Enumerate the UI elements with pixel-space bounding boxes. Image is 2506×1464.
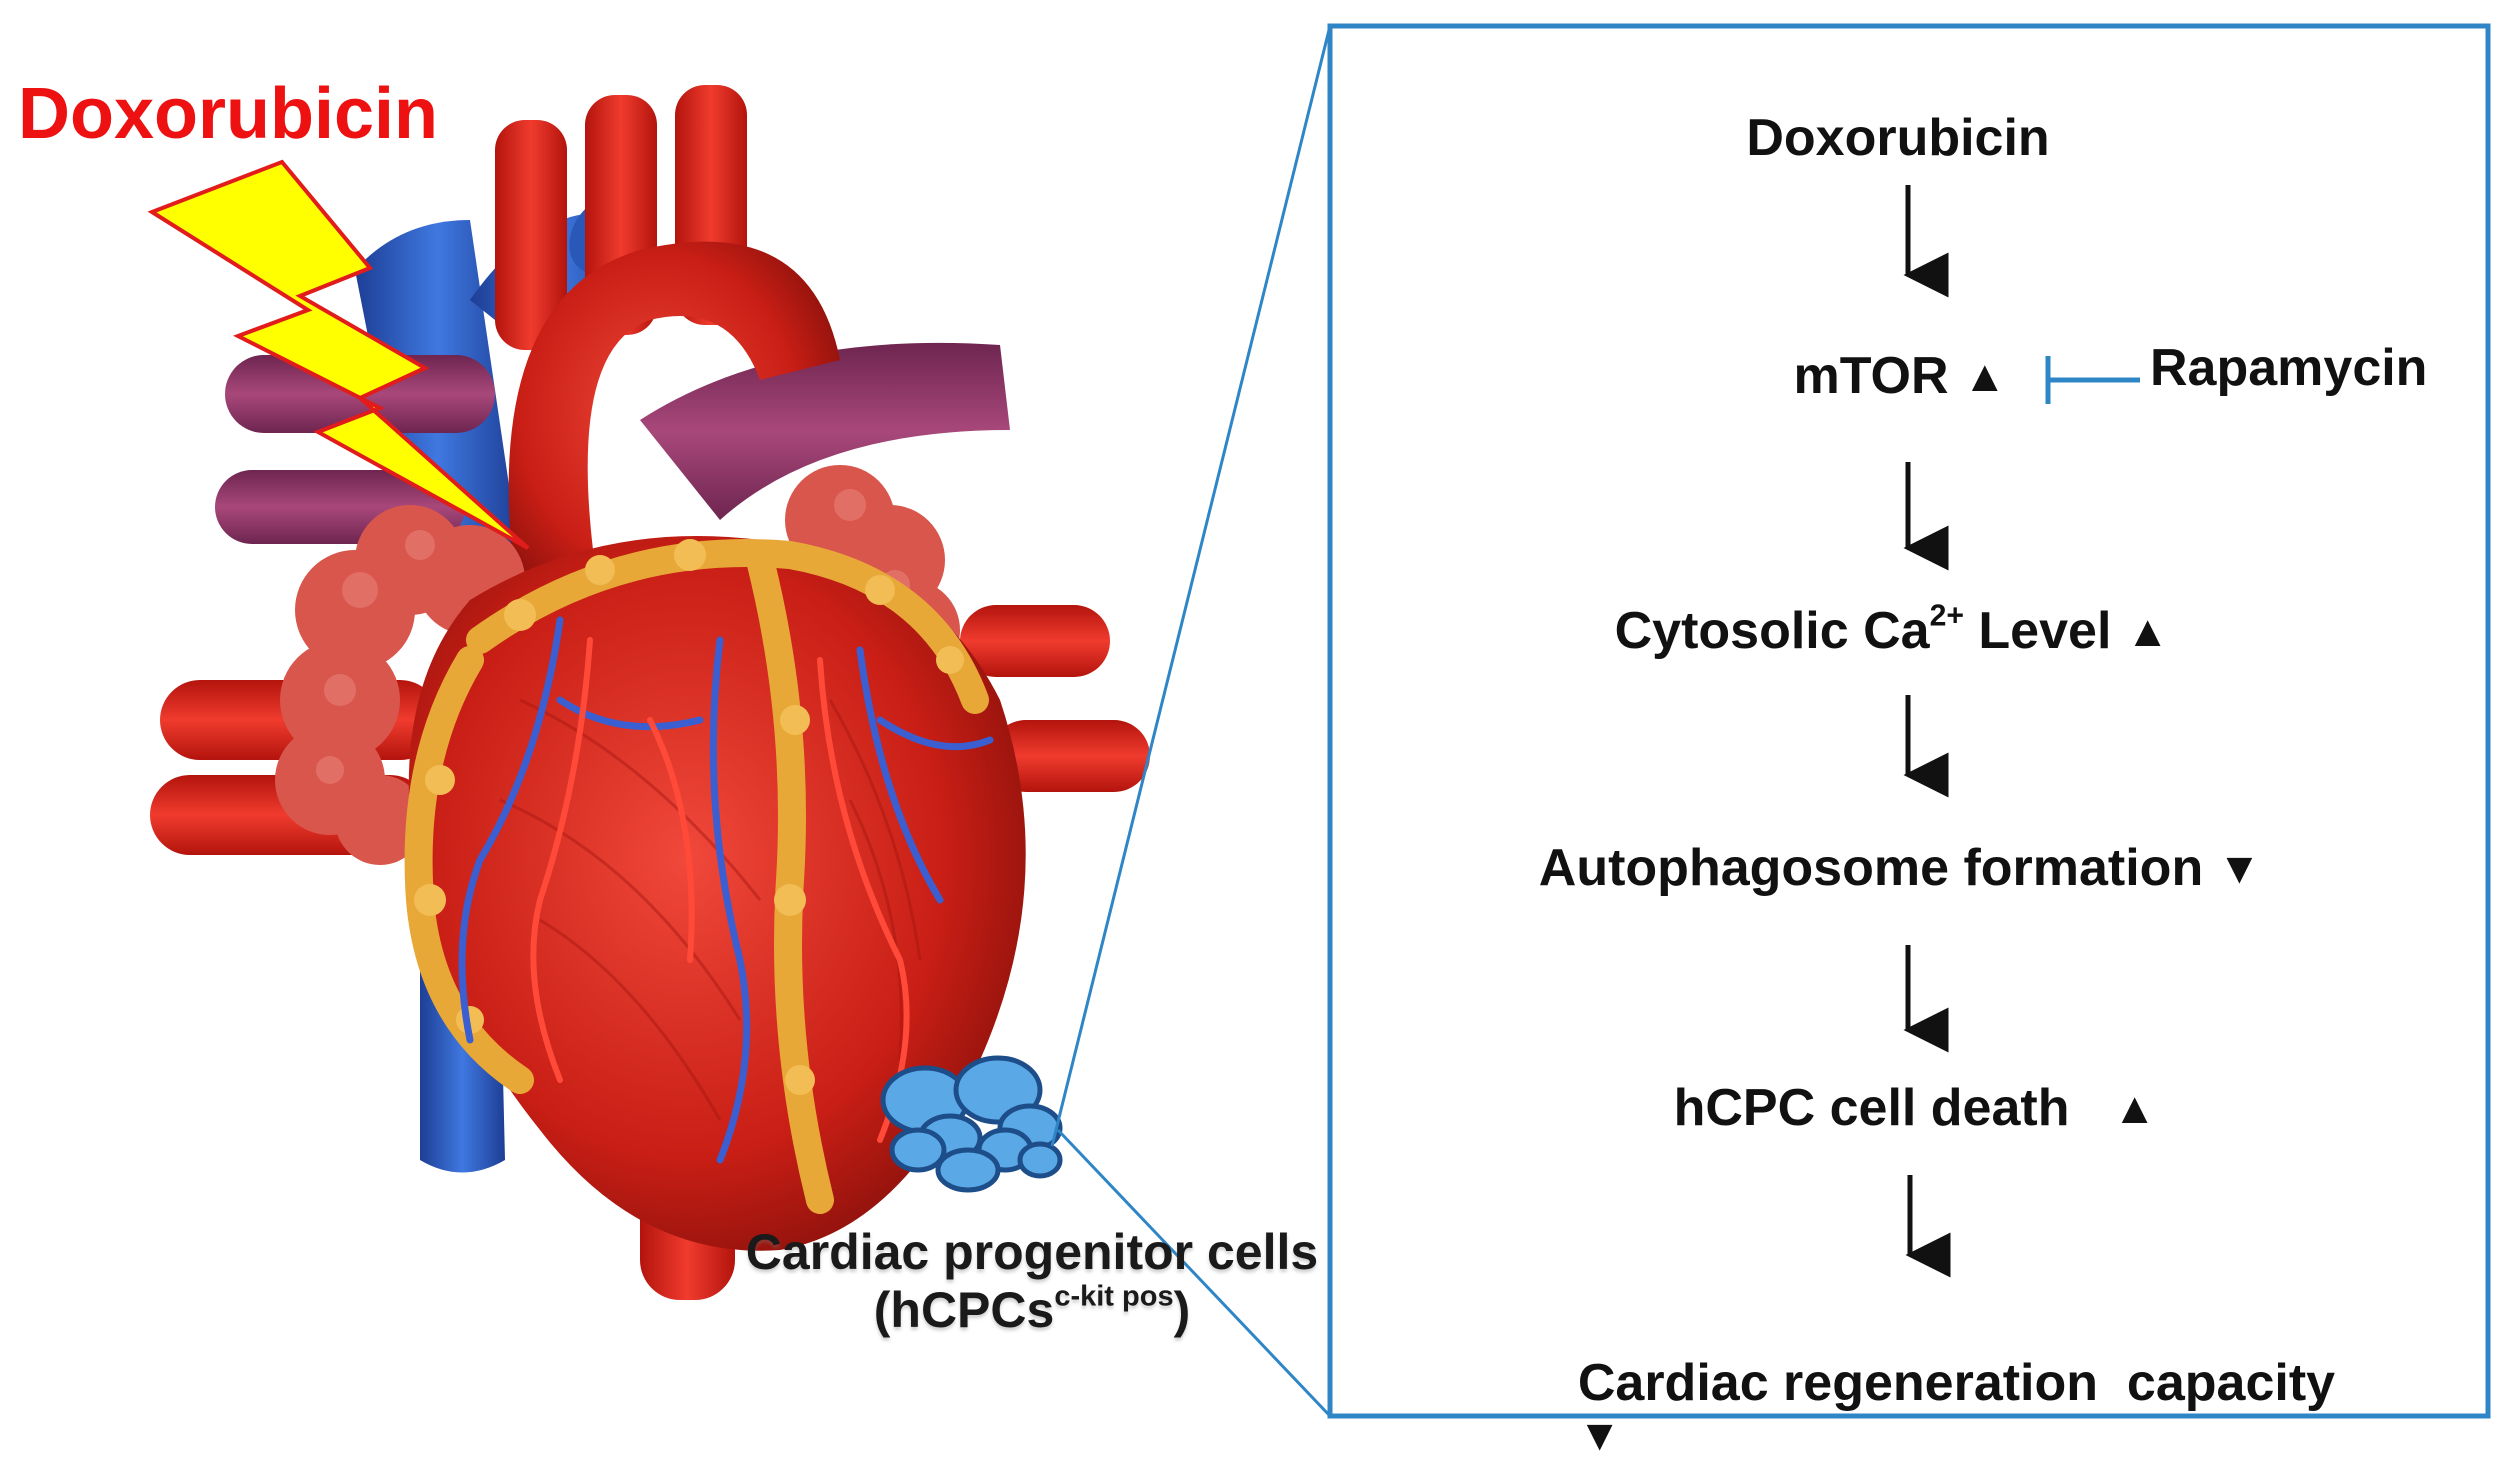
up-triangle-icon: ▲ [1962,352,2007,401]
up-triangle-icon: ▲ [2112,1084,2157,1133]
progenitor-cells-icon [880,1055,1063,1193]
up-triangle-icon: ▲ [2125,607,2170,656]
step-mtor: mTOR ▲ [1793,350,2006,402]
step-label: Autophagosome formation [1538,839,2204,897]
heart-illustration [150,85,1150,1300]
inhibition-symbol [2045,356,2140,404]
step-label: Cytosolic Ca [1614,602,1930,660]
step-label-suffix: Level [1963,602,2112,660]
step-regeneration: Cardiac regeneration capacity ▼ [1549,1305,2335,1461]
step-superscript: 2+ [1929,599,1964,633]
step-doxorubicin: Doxorubicin [1746,112,2049,164]
step-hcpc-death: hCPC cell death ▲ [1674,1082,2157,1134]
step-label: hCPC cell death [1673,1079,2070,1137]
zoom-line-top [1050,25,1332,1147]
progenitor-cells-label: Cardiac progenitor cells (hCPCsc-kit pos… [746,1224,1318,1339]
lightning-bolt-icon [147,159,530,550]
step-cytosolic-ca: Cytosolic Ca2+ Level ▲ [1614,601,2170,660]
cell-label-line2: (hCPCsc-kit pos) [873,1279,1191,1338]
down-triangle-icon: ▼ [2217,844,2262,893]
step-label: Cardiac regeneration capacity [1577,1354,2336,1412]
inhibitor-label: Rapamycin [2150,339,2428,397]
down-triangle-icon: ▼ [1577,1411,1622,1460]
pathway-panel [1327,23,2491,1419]
page-title: Doxorubicin [18,74,439,154]
zoom-line-bottom [1056,1128,1332,1418]
step-label: Doxorubicin [1746,109,2050,167]
pathway-arrows [1903,185,1951,1278]
step-autophagosome: Autophagosome formation ▼ [1539,842,2261,894]
step-label: mTOR [1793,347,1949,405]
cell-label-line1: Cardiac progenitor cells [745,1224,1319,1280]
